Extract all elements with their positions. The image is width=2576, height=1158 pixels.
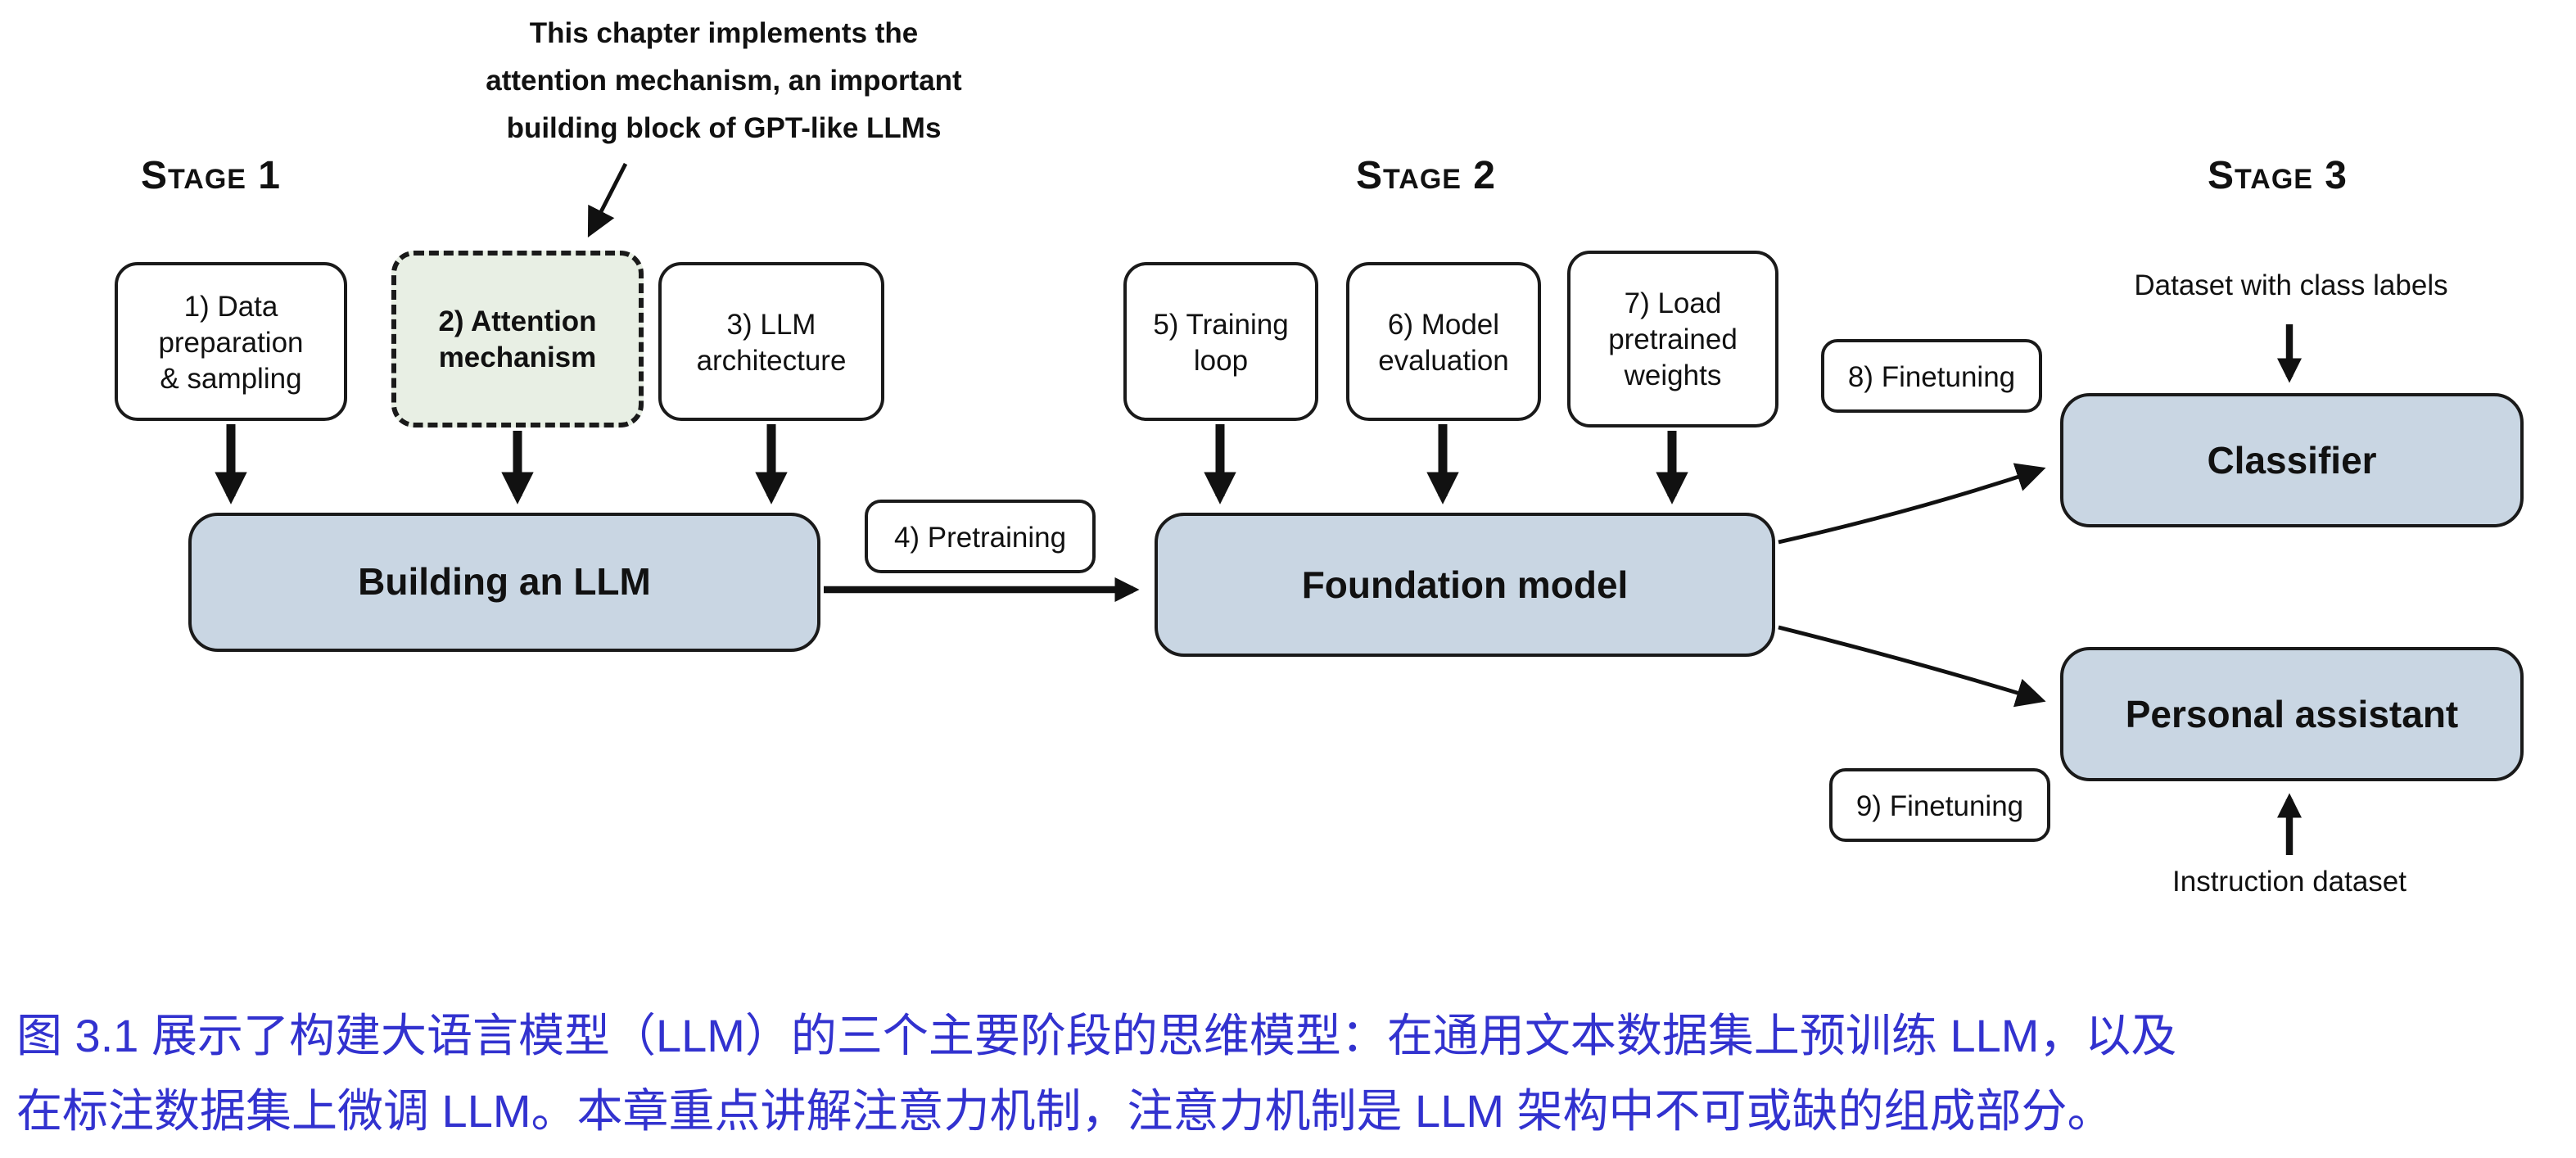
arrow-annotation-to-attention <box>587 162 628 238</box>
stage-1-label: Stage 1 <box>141 154 281 198</box>
node-building-llm: Building an LLM <box>188 513 820 652</box>
node-classifier: Classifier <box>2060 393 2524 527</box>
caption-line-1: 图 3.1 展示了构建大语言模型（LLM）的三个主要阶段的思维模型：在通用文本数… <box>16 1011 2177 1061</box>
arrow-foundation-to-classifier <box>1778 463 2046 545</box>
node-load-pretrained-weights: 7) Load pretrained weights <box>1567 251 1778 427</box>
node-finetuning-9: 9) Finetuning <box>1829 768 2050 842</box>
figure-caption: 图 3.1 展示了构建大语言模型（LLM）的三个主要阶段的思维模型：在通用文本数… <box>16 999 2565 1150</box>
arrow-foundation-to-assistant <box>1778 625 2046 708</box>
node-llm-architecture: 3) LLM architecture <box>658 262 884 421</box>
annotation-note: This chapter implements the attention me… <box>486 16 962 144</box>
stage-2-label: Stage 2 <box>1356 154 1496 198</box>
node-data-preparation: 1) Data preparation & sampling <box>115 262 347 421</box>
caption-line-2: 在标注数据集上微调 LLM。本章重点讲解注意力机制，注意力机制是 LLM 架构中… <box>16 1086 2113 1137</box>
stage-3-label: Stage 3 <box>2208 154 2348 198</box>
llm-stages-diagram: This chapter implements the attention me… <box>115 16 2524 898</box>
label-instruction-dataset: Instruction dataset <box>2172 865 2407 898</box>
node-attention-mechanism: 2) Attention mechanism <box>391 251 644 427</box>
node-personal-assistant: Personal assistant <box>2060 647 2524 781</box>
node-pretraining: 4) Pretraining <box>865 500 1096 573</box>
node-finetuning-8: 8) Finetuning <box>1821 339 2042 413</box>
node-foundation-model: Foundation model <box>1155 513 1775 657</box>
node-model-evaluation: 6) Model evaluation <box>1346 262 1541 421</box>
label-dataset-with-class-labels: Dataset with class labels <box>2134 269 2448 301</box>
node-training-loop: 5) Training loop <box>1123 262 1318 421</box>
